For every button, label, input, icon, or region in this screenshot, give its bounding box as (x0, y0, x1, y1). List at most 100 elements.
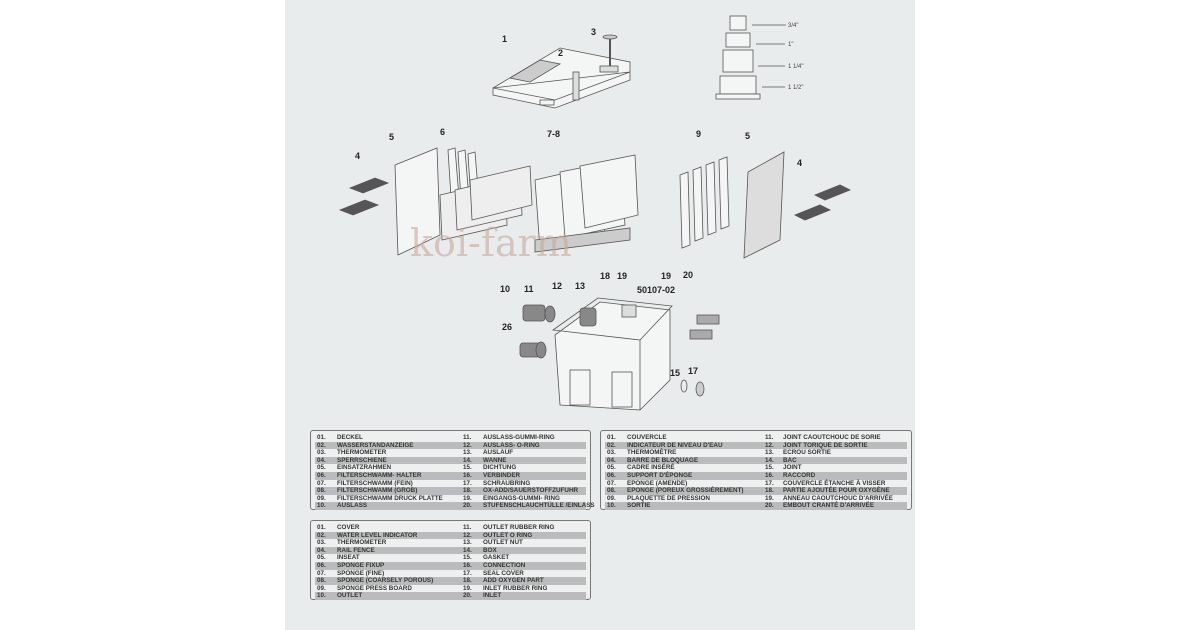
part-name: JOINT CAOUTCHOUC DE SORIE (783, 434, 881, 441)
part-name: WANNE (483, 456, 507, 464)
callout-3: 3 (591, 27, 596, 37)
callout-5-left: 5 (389, 132, 394, 142)
part-number: 04. (317, 546, 326, 554)
part-number: 09. (317, 494, 326, 502)
part-number: 12. (463, 441, 472, 449)
callout-2: 2 (558, 48, 563, 58)
part-name: EINSATZRAHMEN (337, 464, 392, 472)
part-number: 05. (317, 554, 326, 562)
table-row: 08.SPONGE (COARSELY POROUS)18.ADD OXYGEN… (315, 577, 586, 585)
callout-20: 20 (683, 270, 693, 280)
part-name: WATER LEVEL INDICATOR (337, 531, 418, 539)
part-name: BOX (483, 546, 497, 554)
part-number: 15. (463, 464, 472, 472)
part-rail-fence-left (338, 177, 390, 216)
part-name: SPONGE (COARSELY POROUS) (337, 577, 434, 585)
callout-26: 26 (502, 322, 512, 332)
part-name: ADD OXYGEN PART (483, 577, 544, 585)
part-number: 02. (317, 441, 326, 449)
callout-9: 9 (696, 129, 701, 139)
part-number: 11. (463, 434, 472, 441)
part-number: 06. (607, 471, 616, 479)
callout-17: 17 (688, 366, 698, 376)
part-name: EPONGE (POREUX GROSSIÈREMENT) (627, 487, 744, 495)
callout-19b: 19 (661, 271, 671, 281)
part-number: 15. (463, 554, 472, 562)
part-name: STUFENSCHLAUCHTÜLLE /EINLASS (483, 502, 595, 510)
callout-6: 6 (440, 127, 445, 137)
part-name: FILTERSCHWAMM DRUCK PLATTE (337, 494, 443, 502)
table-row: 07.EPONGE (AMENDE)17.COUVERCLE ÉTANCHE À… (605, 480, 907, 488)
part-number: 16. (463, 561, 472, 569)
part-number: 08. (317, 487, 326, 495)
part-number: 16. (765, 471, 774, 479)
part-name: INDICATEUR DE NIVEAU D'EAU (627, 441, 723, 449)
callout-4-left: 4 (355, 151, 360, 161)
part-name: AUSLASS-GUMMI-RING (483, 434, 555, 441)
part-name: SORTIE (627, 502, 651, 510)
part-number: 07. (317, 479, 326, 487)
part-number: 09. (607, 494, 616, 502)
part-name: RAIL FENCE (337, 546, 375, 554)
part-box (551, 297, 673, 411)
part-sponge-press-board-right (679, 156, 730, 249)
table-row: 07.SPONGE (FINE)17.SEAL COVER (315, 570, 586, 578)
part-name: EMBOUT CRANTÉ D'ARRIVÉE (783, 502, 875, 510)
part-name: AUSLAUF (483, 449, 514, 457)
callouts: 1 2 3 5 6 7-8 9 5 4 4 18 19 19 20 50107-… (355, 27, 802, 378)
callout-10: 10 (500, 284, 510, 294)
part-number: 13. (463, 449, 472, 457)
part-name: WASSERSTANDANZEIGE (337, 441, 414, 449)
part-name: SEAL COVER (483, 569, 524, 577)
callout-7-8: 7-8 (547, 129, 560, 139)
part-number: 13. (463, 539, 472, 547)
part-name: INLET (483, 592, 502, 600)
part-name: VERBINDER (483, 471, 521, 479)
table-row: 08.FILTERSCHWAMM (GROB)18.OX-ADD/SAUERST… (315, 487, 586, 495)
part-name: COUVERCLE ÉTANCHE À VISSER (783, 479, 886, 487)
part-number: 12. (765, 441, 774, 449)
part-number: 14. (463, 456, 472, 464)
part-number: 03. (607, 449, 616, 457)
part-number: 19. (463, 494, 472, 502)
fitting-size-labels: 3/4" 1" 1 1/4" 1 1/2" (788, 23, 803, 91)
part-name: BARRE DE BLOQUAGE (627, 456, 699, 464)
part-water-level-indicator (572, 71, 580, 101)
part-number: 20. (463, 502, 472, 510)
part-name: OUTLET (337, 592, 363, 600)
part-rail-fence-right (794, 184, 851, 221)
part-name: PLAQUETTE DE PRESSION (627, 494, 710, 502)
callout-5-right: 5 (745, 131, 750, 141)
part-name: OUTLET O RING (483, 531, 533, 539)
part-number: 10. (317, 502, 326, 510)
part-number: 20. (463, 592, 472, 600)
part-name: SPONGE (FINE) (337, 569, 385, 577)
part-number: 06. (317, 561, 326, 569)
watermark: koi-farm (410, 221, 572, 265)
part-name: FILTERSCHWAMM (GROB) (337, 487, 418, 495)
part-inseat-left (394, 147, 441, 256)
part-number: 20. (765, 502, 774, 510)
part-name: GASKET (483, 554, 510, 562)
part-number: 14. (765, 456, 774, 464)
size-3-4: 3/4" (788, 23, 798, 29)
part-name: COVER (337, 524, 360, 531)
part-name: ANNEAU CAOUTCHOUC D'ARRIVÉE (783, 494, 893, 502)
part-cover (492, 47, 631, 109)
part-number: 14. (463, 546, 472, 554)
part-name: SPONGE FIXUP (337, 561, 385, 569)
part-number: 10. (607, 502, 616, 510)
part-number: 04. (607, 456, 616, 464)
part-name: SUPPORT D'ÉPONGE (627, 471, 693, 479)
part-thermometer (602, 34, 618, 66)
